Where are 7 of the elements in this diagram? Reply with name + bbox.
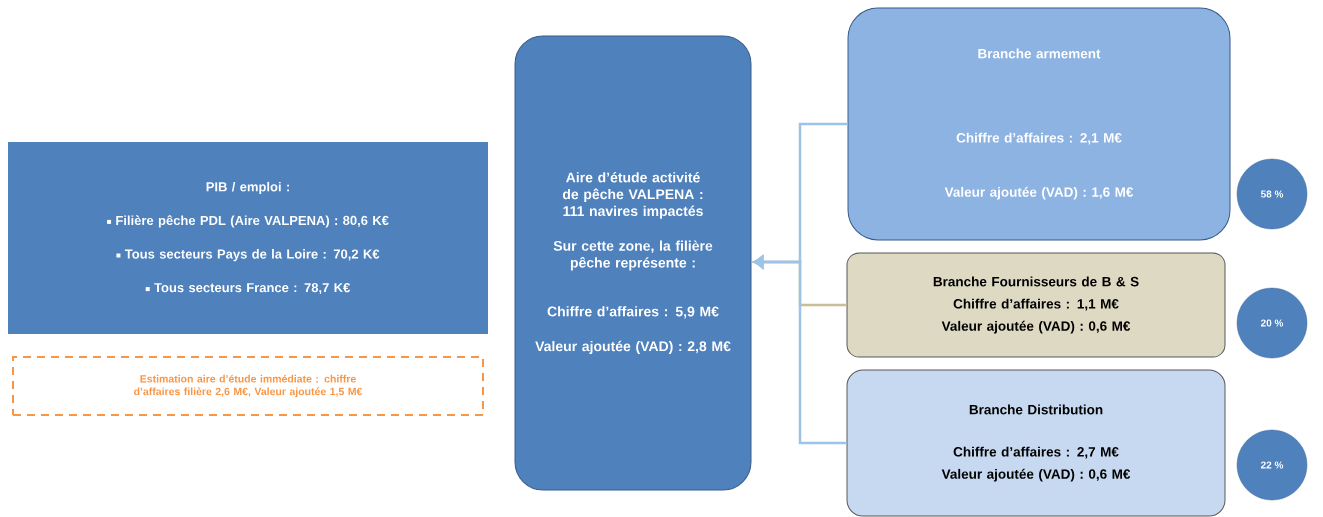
info-box: PIB / emploi : Filière pêche PDL (Aire VALPENA) : 80,6 K€ Tous secteurs Pays de la Loire : 70,2 K€ Tous secteurs France : 78,7 K€ — [8, 142, 488, 334]
dashed-note-box: Estimation aire d’étude immédiate : chiffre d’affaires filière 2,6 M€, Valeur ajoutée 1,5 M€ — [12, 356, 484, 416]
summary-box: Aire d’étude activité de pêche VALPENA : 111 navires impactés Sur cette zone, la filière pêche représente : Chiffre d’affaires : 5,9 M€ Valeur ajoutée (VAD) : 2,8 M€ — [514, 35, 752, 491]
connector-arrow — [753, 255, 847, 445]
branch-box: Branche Distribution Chiffre d’affaires : 2,7 M€ Valeur ajoutée (VAD) : 0,6 M€ — [846, 369, 1226, 517]
branch-box: Branche armement Chiffre d’affaires : 2,1 M€ Valeur ajoutée (VAD) : 1,6 M€ — [847, 7, 1231, 241]
branch-box: Branche Fournisseurs de B & S Chiffre d’affaires : 1,1 M€ Valeur ajoutée (VAD) : 0,6 M€ — [846, 252, 1226, 358]
